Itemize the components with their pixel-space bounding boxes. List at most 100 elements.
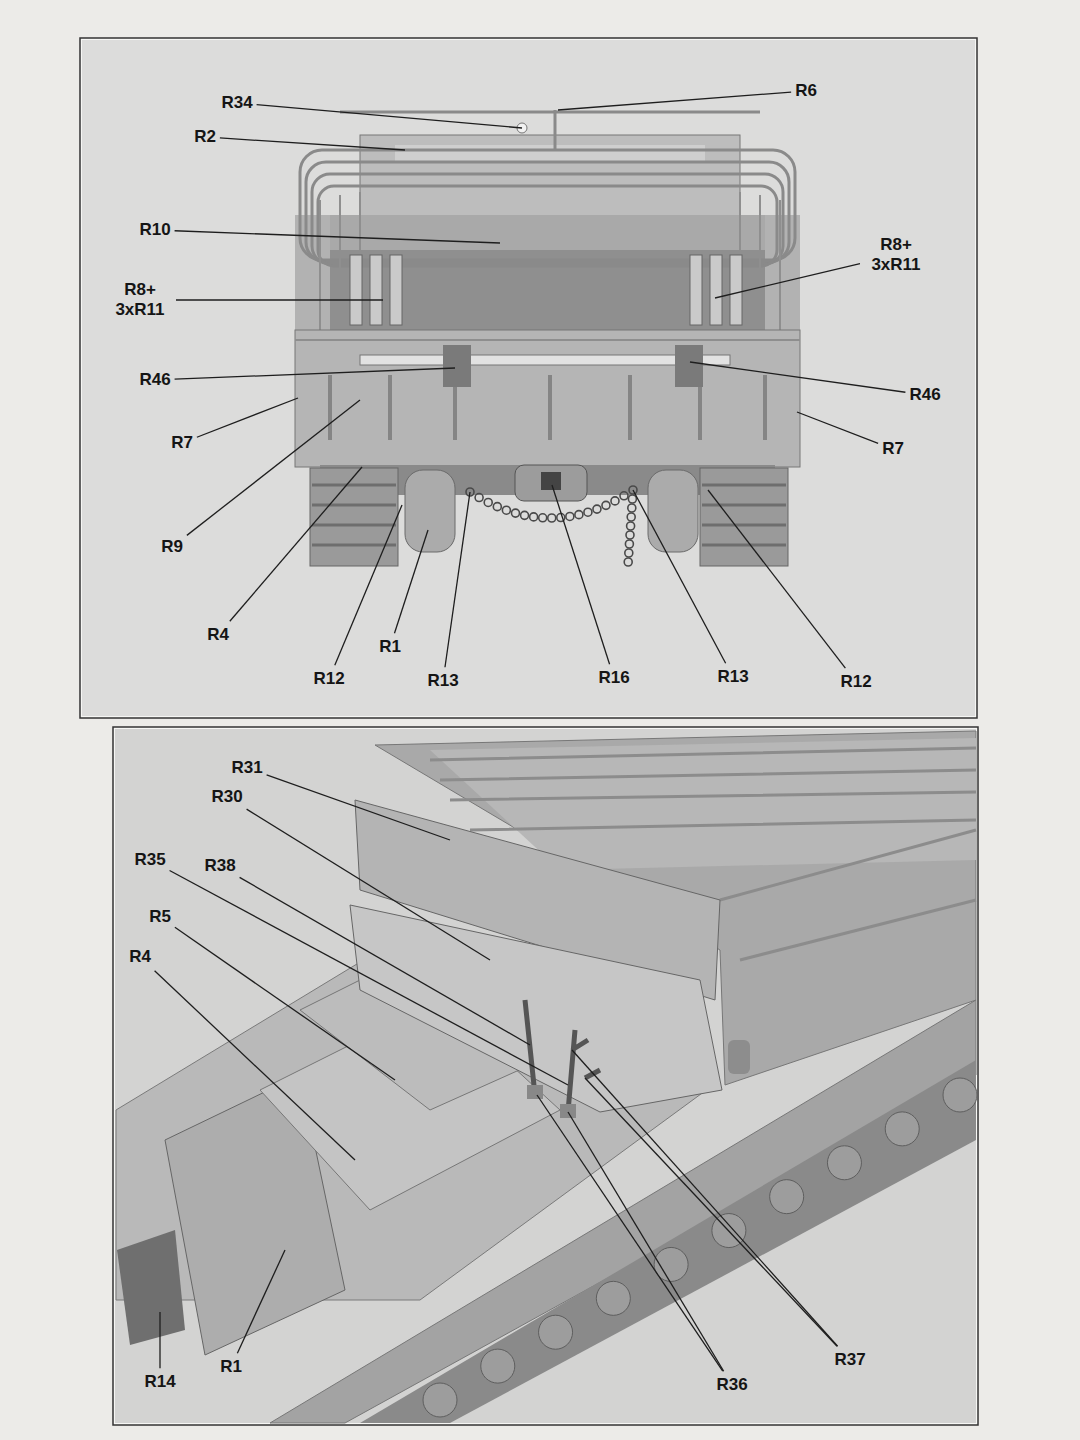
truck-rear (648, 470, 698, 552)
vehicle-top-view (117, 1230, 185, 1345)
truck-rear (350, 255, 362, 325)
truck-rear (395, 145, 705, 163)
bottom-panel (113, 727, 978, 1425)
bottom-panel (115, 729, 976, 1423)
truck-rear (370, 255, 382, 325)
truck-rear (320, 192, 780, 330)
leader-line (247, 809, 490, 960)
callout-label: R13 (427, 671, 458, 691)
leader-line (187, 400, 360, 535)
chain-link (628, 495, 636, 503)
leader-line (170, 871, 568, 1085)
truck-rear (690, 255, 702, 325)
callout-label: R12 (313, 669, 344, 689)
chain-link (511, 509, 519, 517)
leader-line (175, 231, 500, 243)
chain-link (624, 558, 632, 566)
truck-rear (405, 470, 455, 552)
truck-rear (541, 472, 561, 490)
chain-link (593, 505, 601, 513)
callout-label: R8+ 3xR11 (864, 235, 928, 274)
chain-link (627, 522, 635, 530)
chain-link (575, 511, 583, 519)
vehicle-top-view (560, 1104, 576, 1118)
chain-link (548, 514, 556, 522)
chain-link (502, 506, 510, 514)
bottom-panel (113, 727, 978, 1425)
leader-line (708, 490, 845, 668)
leader-line (797, 412, 878, 443)
chain-link (566, 512, 574, 520)
callout-label: R38 (204, 856, 235, 876)
chain-link (626, 531, 634, 539)
callout-label: R36 (716, 1375, 747, 1395)
truck-rear (306, 162, 789, 262)
callout-label: R30 (211, 787, 242, 807)
leader-line (220, 138, 405, 150)
leader-line (572, 1050, 838, 1346)
leader-line (230, 467, 362, 621)
leader-line (197, 398, 298, 437)
leader-line (568, 1112, 724, 1371)
leader-line (690, 362, 905, 392)
truck-rear (330, 215, 765, 250)
truck-rear (360, 355, 730, 365)
callout-label: R46 (909, 385, 940, 405)
truck-rear (318, 186, 777, 266)
callout-label: R16 (598, 668, 629, 688)
truck-rear (554, 110, 557, 150)
chain-link (521, 511, 529, 519)
chain-link (611, 497, 619, 505)
truck-rear (300, 150, 795, 260)
truck-rear (730, 255, 742, 325)
road-wheel (770, 1180, 804, 1214)
truck-rear (295, 330, 800, 467)
chain-link (493, 503, 501, 511)
road-wheel (827, 1146, 861, 1180)
leader-line (335, 505, 402, 665)
leader-line (176, 299, 383, 300)
vehicle-top-view (350, 905, 722, 1112)
chain-link (602, 501, 610, 509)
leader-line (394, 530, 428, 633)
chain-link (475, 494, 483, 502)
truck-rear (675, 345, 703, 387)
callout-label: R1 (379, 637, 401, 657)
chain-link (530, 513, 538, 521)
leader-line (267, 775, 450, 840)
truck-rear (300, 215, 795, 330)
truck-rear (340, 111, 760, 114)
top-panel (80, 38, 977, 718)
leader-line (445, 492, 470, 667)
callout-label: R31 (231, 758, 262, 778)
truck-rear (360, 135, 740, 220)
callout-label: R1 (220, 1357, 242, 1377)
chain-link (484, 498, 492, 506)
callout-label: R6 (795, 81, 817, 101)
callout-label: R14 (144, 1372, 175, 1392)
truck-rear (295, 110, 800, 566)
truck-rear (310, 468, 398, 566)
leader-line (552, 485, 610, 664)
callout-label: R12 (840, 672, 871, 692)
chain-link (628, 504, 636, 512)
leader-line (585, 1078, 837, 1346)
road-wheel (596, 1281, 630, 1315)
leader-line (155, 971, 355, 1160)
truck-rear (295, 339, 800, 341)
chain-link (627, 513, 635, 521)
road-wheel (539, 1315, 573, 1349)
vehicle-top-view (525, 1000, 600, 1112)
callout-label: R34 (221, 93, 252, 113)
callout-label: R10 (139, 220, 170, 240)
vehicle-top-view (527, 1085, 543, 1099)
callout-label: R2 (194, 127, 216, 147)
truck-rear (515, 465, 587, 501)
callout-label: R37 (834, 1350, 865, 1370)
leader-line (159, 1312, 160, 1368)
road-wheel (943, 1078, 977, 1112)
road-wheel (423, 1383, 457, 1417)
callout-label: R46 (139, 370, 170, 390)
chain-link (620, 492, 628, 500)
